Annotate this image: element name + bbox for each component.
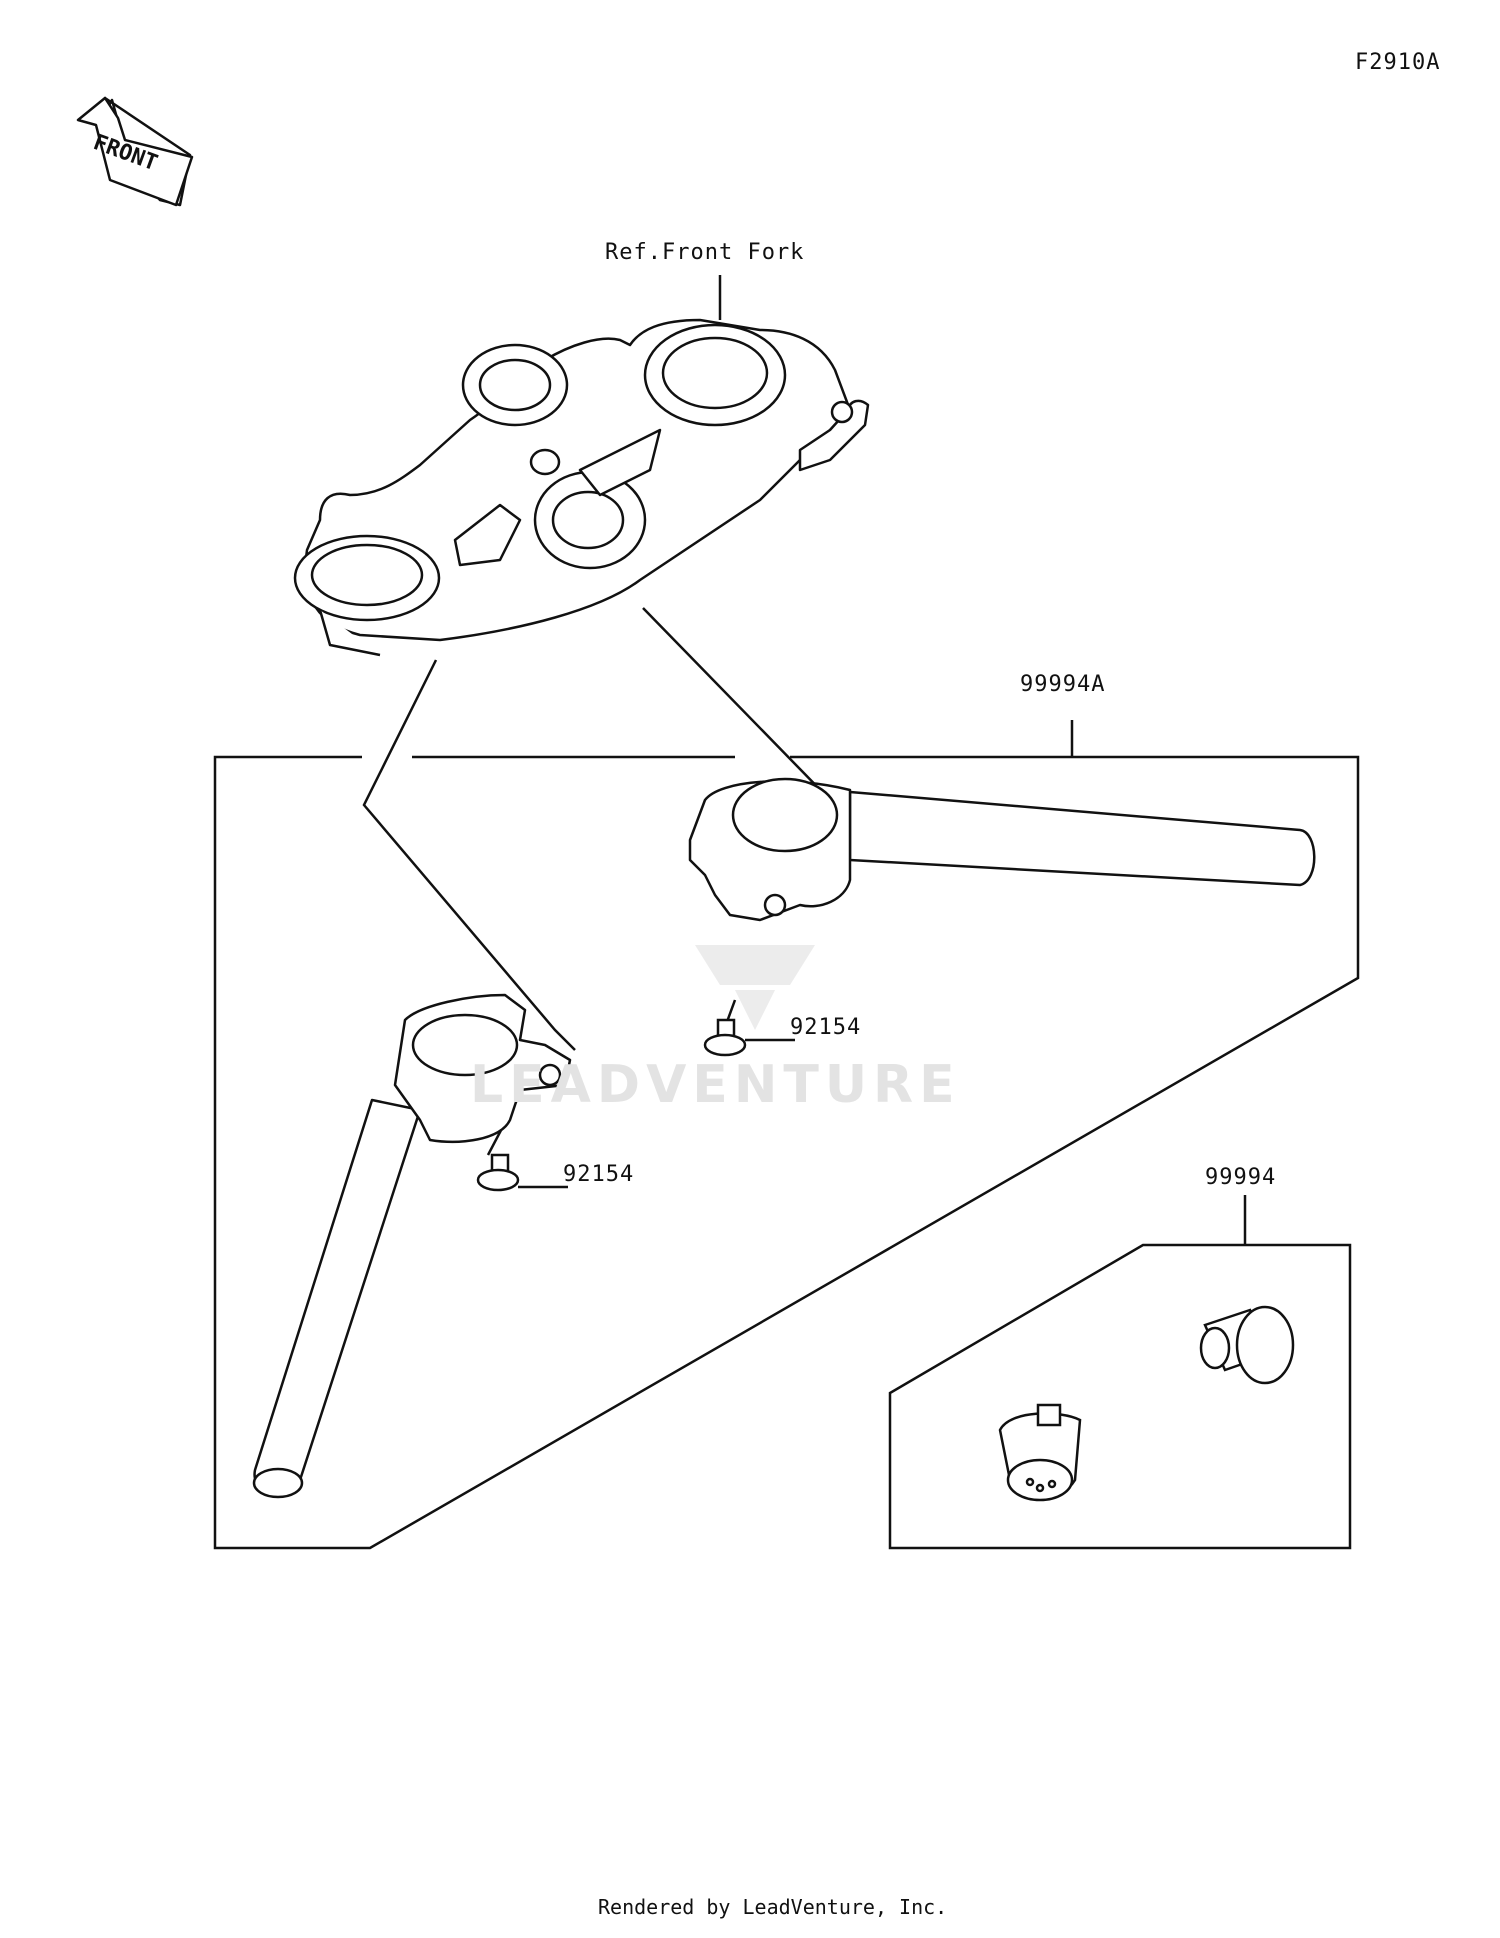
- ref-front-fork-label: Ref.Front Fork: [605, 240, 805, 265]
- figure-code: F2910A: [1355, 50, 1441, 75]
- footer-credit: Rendered by LeadVenture, Inc.: [598, 1895, 948, 1919]
- part-label-99994: 99994: [1205, 1165, 1277, 1190]
- bar-end-weight-icon: [1199, 1305, 1295, 1385]
- watermark-text: LEADVENTURE: [470, 1055, 961, 1115]
- part-label-92154-lower: 92154: [563, 1162, 635, 1187]
- triple-clamp: [293, 318, 870, 657]
- bolt-lower-icon: [476, 1153, 568, 1192]
- part-label-92154-upper: 92154: [790, 1015, 862, 1040]
- part-label-99994a: 99994A: [1020, 672, 1106, 697]
- left-clip-on: [252, 993, 572, 1499]
- bar-end-kit-frame: [888, 1195, 1352, 1550]
- front-arrow-icon: [76, 96, 194, 207]
- handlebar-kit-frame: [213, 720, 1360, 1550]
- watermark-logo: [695, 945, 815, 1030]
- right-clip-on: [688, 777, 1316, 922]
- bolt-upper-icon: [703, 1018, 795, 1057]
- bar-end-cap-icon: [998, 1403, 1082, 1502]
